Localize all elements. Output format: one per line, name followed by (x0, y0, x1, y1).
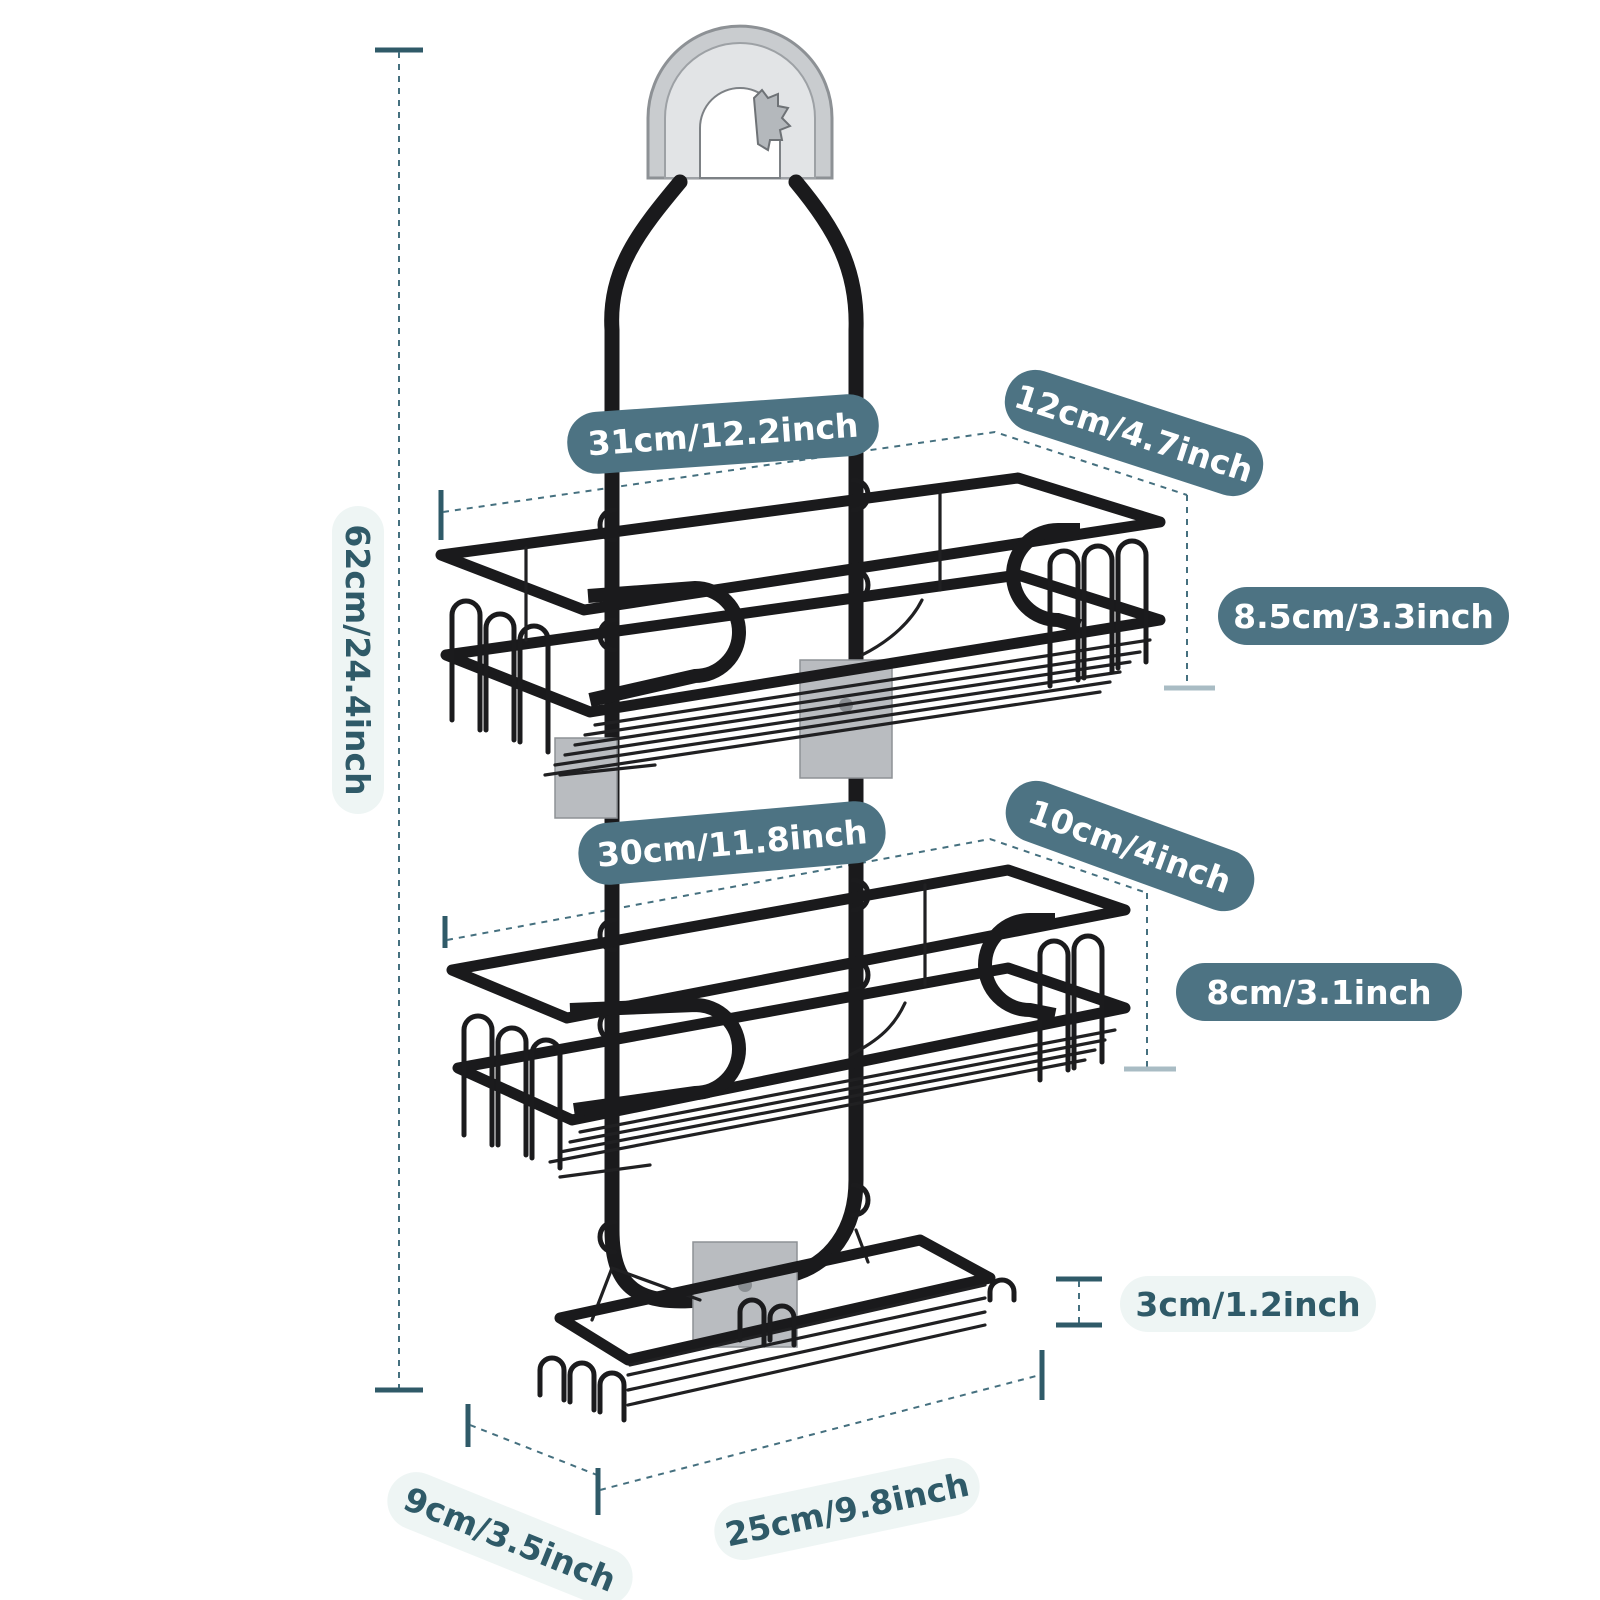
shower-head-clamp-icon (646, 24, 834, 180)
middle-basket (446, 864, 1131, 1179)
top-basket (435, 472, 1166, 777)
bottom-tray-height-label: 3cm/1.2inch (1120, 1276, 1376, 1332)
middle-basket-height-label: 8cm/3.1inch (1176, 963, 1462, 1021)
total-height-label: 62cm/24.4inch (332, 506, 384, 814)
bottom-tray (537, 1228, 1017, 1423)
top-basket-height-label: 8.5cm/3.3inch (1218, 587, 1509, 645)
dimension-lines (375, 47, 1215, 1515)
